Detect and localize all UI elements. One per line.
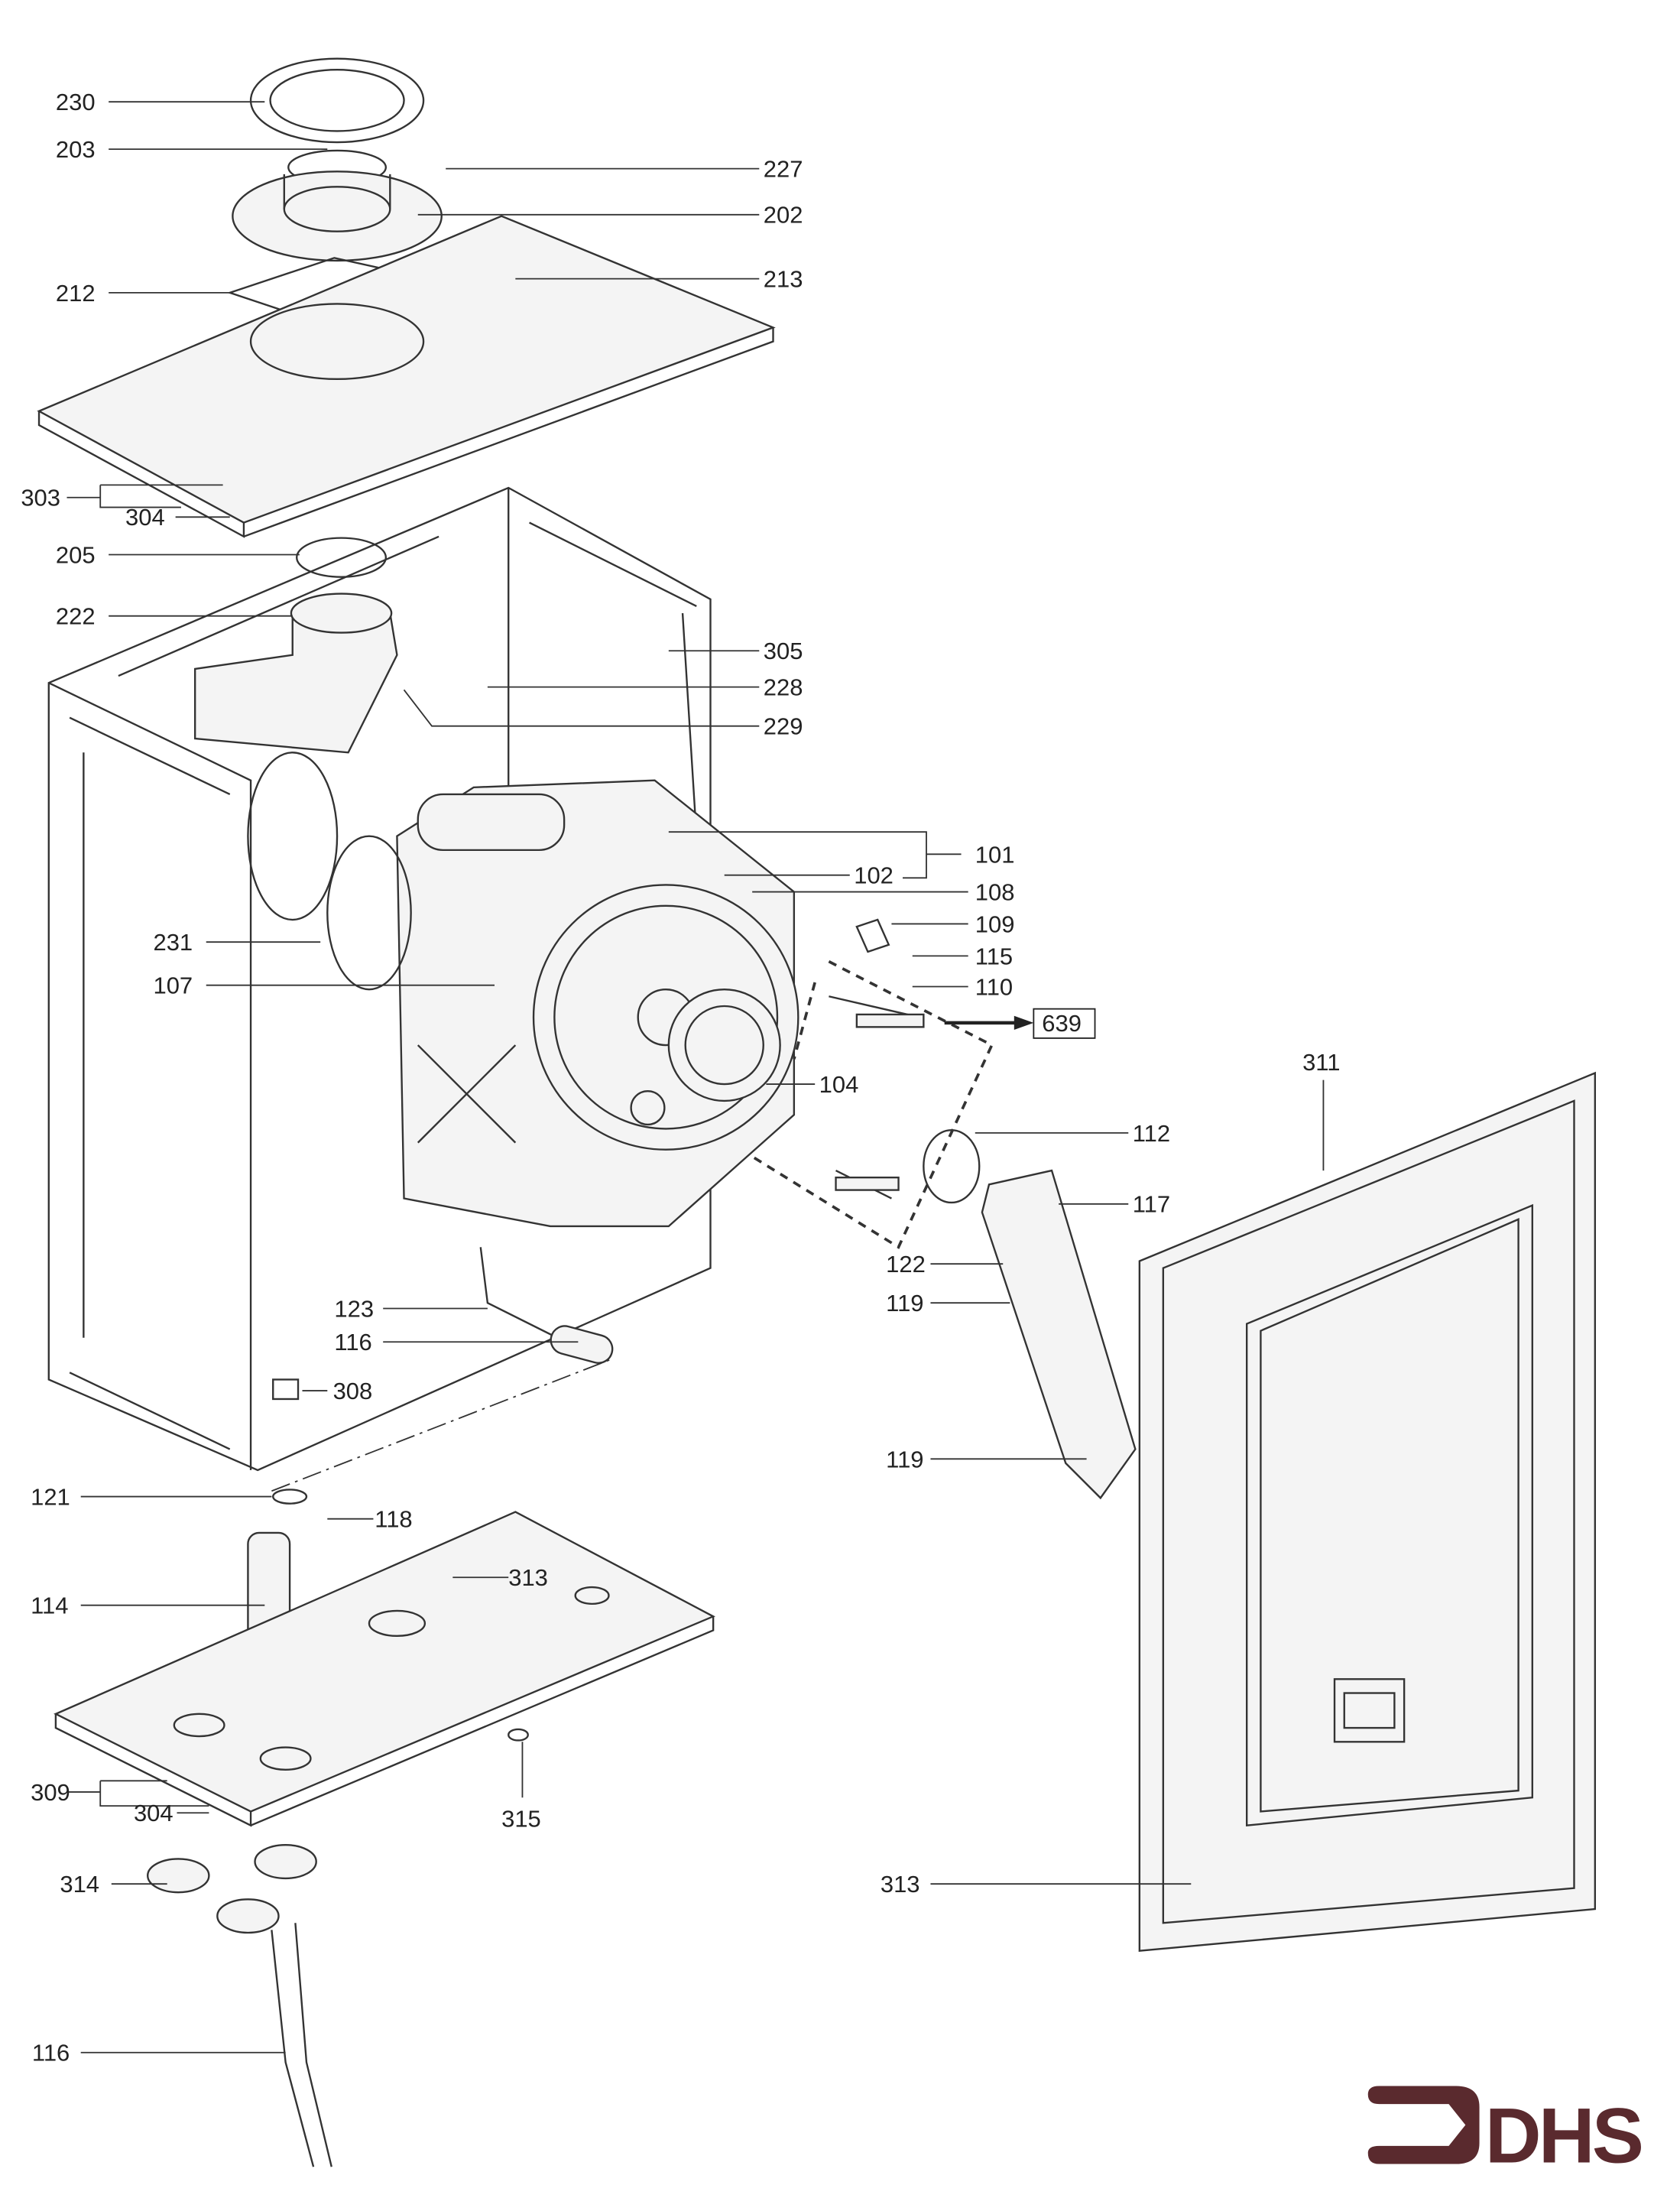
fan-assembly bbox=[193, 537, 398, 921]
part-label: 227 bbox=[764, 156, 803, 183]
base-panel bbox=[54, 1511, 715, 2167]
logo-text: DHS bbox=[1485, 2092, 1642, 2180]
part-label: 212 bbox=[56, 280, 96, 307]
part-label: 107 bbox=[153, 972, 193, 999]
part-label: 305 bbox=[764, 638, 803, 664]
part-label: 309 bbox=[31, 1779, 70, 1806]
part-label: 315 bbox=[501, 1805, 541, 1832]
part-label: 122 bbox=[886, 1251, 926, 1278]
top-panel bbox=[37, 215, 776, 538]
part-labels: 230 203 227 202 212 213 303 304 205 222 … bbox=[21, 89, 1340, 2066]
part-label: 304 bbox=[125, 504, 165, 531]
reference-label: 639 bbox=[1042, 1010, 1082, 1037]
part-label: 311 bbox=[1302, 1049, 1340, 1076]
part-label: 313 bbox=[508, 1564, 548, 1591]
part-label: 116 bbox=[32, 2040, 70, 2066]
part-label: 116 bbox=[334, 1329, 371, 1355]
part-label: 114 bbox=[31, 1592, 68, 1619]
part-label: 213 bbox=[764, 266, 803, 293]
part-label: 228 bbox=[764, 674, 803, 701]
part-label: 119 bbox=[886, 1290, 923, 1317]
part-label: 112 bbox=[1133, 1120, 1170, 1147]
part-label: 222 bbox=[56, 603, 96, 630]
part-label: 110 bbox=[975, 973, 1013, 1000]
heat-exchanger bbox=[326, 779, 799, 1364]
part-label: 205 bbox=[56, 541, 96, 568]
part-label: 203 bbox=[56, 136, 96, 163]
part-label: 119 bbox=[886, 1446, 923, 1472]
part-label: 102 bbox=[854, 862, 894, 889]
part-label: 121 bbox=[31, 1483, 70, 1510]
part-label: 117 bbox=[1133, 1191, 1170, 1218]
part-label: 303 bbox=[21, 485, 60, 511]
part-label: 314 bbox=[60, 1871, 99, 1898]
part-label: 304 bbox=[134, 1800, 174, 1826]
part-label: 308 bbox=[333, 1378, 373, 1404]
part-label: 104 bbox=[819, 1071, 859, 1098]
part-label: 109 bbox=[975, 911, 1015, 937]
dhs-logo: DHS bbox=[1367, 2086, 1645, 2180]
part-label: 118 bbox=[375, 1506, 412, 1533]
part-label: 231 bbox=[153, 929, 193, 956]
flue-duct bbox=[923, 1129, 1137, 1500]
electrode-group bbox=[751, 918, 994, 1249]
leader-lines bbox=[66, 101, 1325, 2054]
part-label: 115 bbox=[975, 943, 1013, 969]
reference-box bbox=[1033, 1008, 1096, 1039]
part-label: 202 bbox=[764, 202, 803, 229]
part-label: 230 bbox=[56, 89, 96, 115]
front-panel bbox=[1138, 1071, 1597, 1952]
part-label: 108 bbox=[975, 878, 1015, 905]
part-label: 313 bbox=[881, 1871, 920, 1898]
part-label: 123 bbox=[334, 1295, 374, 1322]
part-label: 101 bbox=[975, 841, 1015, 868]
part-label: 229 bbox=[764, 713, 803, 740]
